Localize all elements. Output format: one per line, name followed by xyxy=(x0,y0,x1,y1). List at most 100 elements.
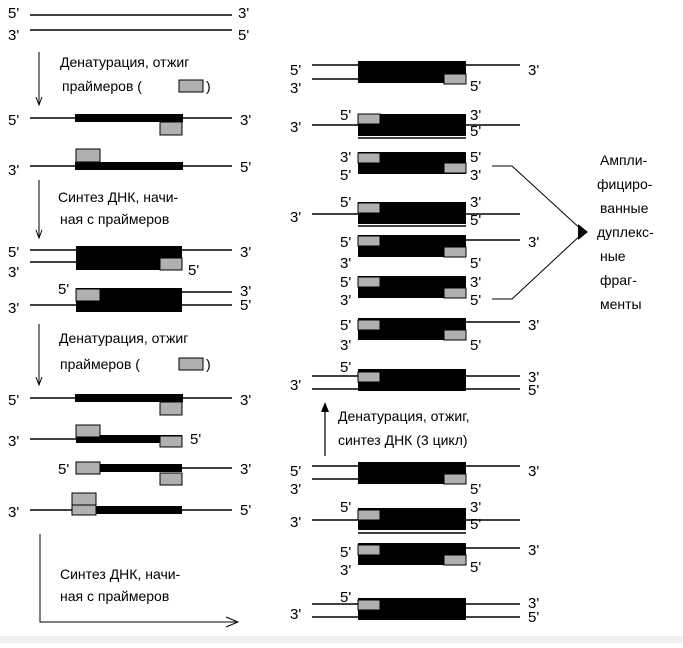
bracket-icon xyxy=(578,224,588,240)
three-prime-label: 3' xyxy=(240,461,252,478)
primer xyxy=(357,235,381,247)
arrow-down-icon xyxy=(35,229,43,240)
three-prime-label: 3' xyxy=(528,595,540,612)
five-prime-label: 5' xyxy=(528,609,540,626)
target-region xyxy=(358,598,466,620)
three-prime-label: 3' xyxy=(8,504,20,521)
caption-synthesis-2-line1: Синтез ДНК, начи- xyxy=(60,566,181,582)
three-prime-label: 3' xyxy=(528,463,540,480)
primer xyxy=(443,329,467,341)
target-region xyxy=(358,318,466,340)
five-prime-label: 5' xyxy=(470,559,482,576)
caption-cycle3-line1: Денатурация, отжиг, xyxy=(338,408,470,424)
three-prime-label: 3' xyxy=(340,255,352,272)
caption-denaturation-1-line1: Денатурация, отжиг xyxy=(60,54,190,70)
caption-cycle3-line2: синтез ДНК (3 цикл) xyxy=(338,432,468,448)
five-prime-label: 5' xyxy=(238,27,250,44)
five-prime-label: 5' xyxy=(240,159,252,176)
caption-amplified-5: ные xyxy=(600,248,626,264)
arrow-right-icon xyxy=(39,534,236,623)
five-prime-label: 5' xyxy=(470,149,482,166)
caption-amplified-1: Ампли- xyxy=(600,152,648,168)
three-prime-label: 3' xyxy=(340,562,352,579)
arrow-right-icon xyxy=(225,616,240,628)
primer xyxy=(357,152,381,164)
five-prime-label: 5' xyxy=(290,463,302,480)
three-prime-label: 3' xyxy=(8,27,20,44)
five-prime-label: 5' xyxy=(340,589,352,606)
caption-amplified-7: менты xyxy=(600,296,642,312)
five-prime-label: 5' xyxy=(340,107,352,124)
five-prime-label: 5' xyxy=(470,516,482,533)
five-prime-label: 5' xyxy=(340,234,352,251)
caption-amplified-4: дуплекс- xyxy=(597,224,654,240)
three-prime-label: 3' xyxy=(238,5,250,22)
caption-denaturation-2-close: ) xyxy=(206,356,211,372)
five-prime-label: 5' xyxy=(470,78,482,95)
primer xyxy=(178,79,204,93)
primer xyxy=(357,544,381,556)
primer xyxy=(443,554,467,566)
three-prime-label: 3' xyxy=(340,292,352,309)
caption-synthesis-2-line2: ная с праймеров xyxy=(60,588,170,604)
target-region xyxy=(72,506,182,514)
three-prime-label: 3' xyxy=(528,317,540,334)
caption-denaturation-2-line1: Денатурация, отжиг xyxy=(59,330,189,346)
five-prime-label: 5' xyxy=(340,499,352,516)
five-prime-label: 5' xyxy=(190,431,202,448)
caption-denaturation-1-line2: праймеров ( xyxy=(62,78,142,94)
five-prime-label: 5' xyxy=(470,481,482,498)
five-prime-label: 5' xyxy=(8,112,20,129)
target-region xyxy=(358,152,466,174)
primer xyxy=(159,401,183,416)
arrow-up-icon xyxy=(321,402,329,412)
caption-amplified-6: фраг- xyxy=(600,272,637,288)
primer xyxy=(357,319,381,331)
five-prime-label: 5' xyxy=(8,392,20,409)
five-prime-label: 5' xyxy=(340,274,352,291)
primer xyxy=(71,504,97,516)
primer xyxy=(443,246,467,258)
three-prime-label: 3' xyxy=(470,499,482,516)
target-region xyxy=(358,543,466,565)
five-prime-label: 5' xyxy=(340,359,352,376)
five-prime-label: 5' xyxy=(8,5,20,22)
three-prime-label: 3' xyxy=(470,274,482,291)
target-region xyxy=(358,369,466,391)
three-prime-label: 3' xyxy=(528,234,540,251)
three-prime-label: 3' xyxy=(240,112,252,129)
five-prime-label: 5' xyxy=(58,461,70,478)
target-region xyxy=(358,508,466,530)
five-prime-label: 5' xyxy=(8,244,20,261)
primer xyxy=(357,202,381,214)
five-prime-label: 5' xyxy=(340,544,352,561)
primer xyxy=(75,148,101,163)
three-prime-label: 3' xyxy=(470,167,482,184)
five-prime-label: 5' xyxy=(470,292,482,309)
three-prime-label: 3' xyxy=(8,433,20,450)
caption-synthesis-1-line2: ная с праймеров xyxy=(60,211,170,227)
caption-synthesis-1-line1: Синтез ДНК, начи- xyxy=(58,189,179,205)
three-prime-label: 3' xyxy=(8,264,20,281)
primer xyxy=(443,162,467,174)
five-prime-label: 5' xyxy=(470,123,482,140)
caption-denaturation-2-line2: праймеров ( xyxy=(60,356,140,372)
primer xyxy=(159,435,183,448)
target-region xyxy=(76,464,182,472)
three-prime-label: 3' xyxy=(528,62,540,79)
three-prime-label: 3' xyxy=(290,514,302,531)
five-prime-label: 5' xyxy=(290,62,302,79)
bottom-rule xyxy=(0,636,683,643)
target-region xyxy=(358,114,466,136)
three-prime-label: 3' xyxy=(340,337,352,354)
three-prime-label: 3' xyxy=(240,392,252,409)
target-region xyxy=(75,162,183,170)
caption-denaturation-1-close: ) xyxy=(206,78,211,94)
five-prime-label: 5' xyxy=(188,262,200,279)
three-prime-label: 3' xyxy=(290,481,302,498)
primer xyxy=(443,287,467,299)
three-prime-label: 3' xyxy=(8,300,20,317)
primer xyxy=(178,357,204,371)
three-prime-label: 3' xyxy=(290,119,302,136)
